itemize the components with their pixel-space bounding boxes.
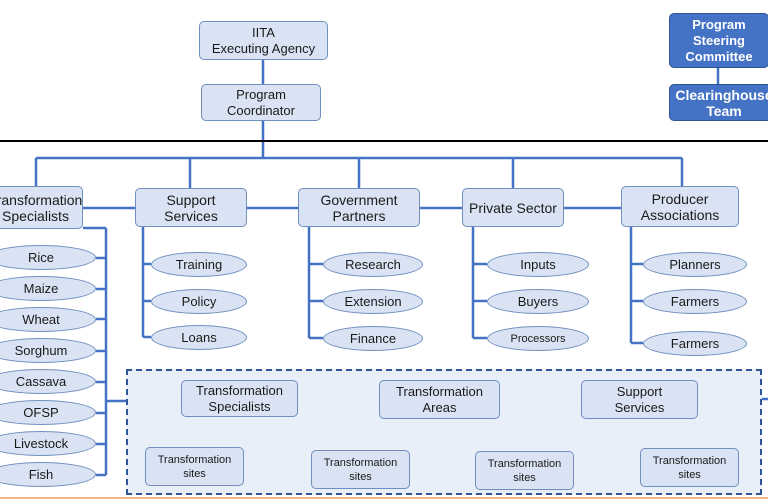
producer-item-oval: Planners: [643, 252, 747, 277]
program-coordinator-box: Program Coordinator: [201, 84, 321, 121]
government-partners-box: Government Partners: [298, 188, 420, 227]
government-item-oval: Finance: [323, 326, 423, 351]
government-item-oval: Extension: [323, 289, 423, 314]
bottom-accent-rule: [0, 497, 768, 499]
support-item-oval: Loans: [151, 325, 247, 350]
executing-agency-box: IITA Executing Agency: [199, 21, 328, 60]
clearinghouse-team-box: Clearinghouse Team: [669, 84, 768, 121]
transformation-specialists-box: Transformation Specialists: [0, 186, 83, 229]
transformation-site-box: Transformation sites: [475, 451, 574, 490]
support-item-oval: Training: [151, 252, 247, 277]
commodity-oval: Rice: [0, 245, 96, 270]
producer-item-oval: Farmers: [643, 289, 747, 314]
commodity-oval: OFSP: [0, 400, 96, 425]
commodity-oval: Cassava: [0, 369, 96, 394]
commodity-oval: Livestock: [0, 431, 96, 456]
transformation-site-box: Transformation sites: [145, 447, 244, 486]
support-item-oval: Policy: [151, 289, 247, 314]
private-item-oval: Inputs: [487, 252, 589, 277]
steering-committee-box: Program Steering Committee: [669, 13, 768, 68]
transformation-site-box: Transformation sites: [640, 448, 739, 487]
area-specialists-box: Transformation Specialists: [181, 380, 298, 417]
commodity-oval: Fish: [0, 462, 96, 487]
commodity-oval: Wheat: [0, 307, 96, 332]
commodity-oval: Sorghum: [0, 338, 96, 363]
producer-associations-box: Producer Associations: [621, 186, 739, 227]
commodity-oval: Maize: [0, 276, 96, 301]
producer-item-oval: Farmers: [643, 331, 747, 356]
transformation-areas-box: Transformation Areas: [379, 380, 500, 419]
private-item-oval: Processors: [487, 326, 589, 351]
transformation-site-box: Transformation sites: [311, 450, 410, 489]
support-services-box: Support Services: [135, 188, 247, 227]
private-item-oval: Buyers: [487, 289, 589, 314]
private-sector-box: Private Sector: [462, 188, 564, 227]
area-support-box: Support Services: [581, 380, 698, 419]
government-item-oval: Research: [323, 252, 423, 277]
